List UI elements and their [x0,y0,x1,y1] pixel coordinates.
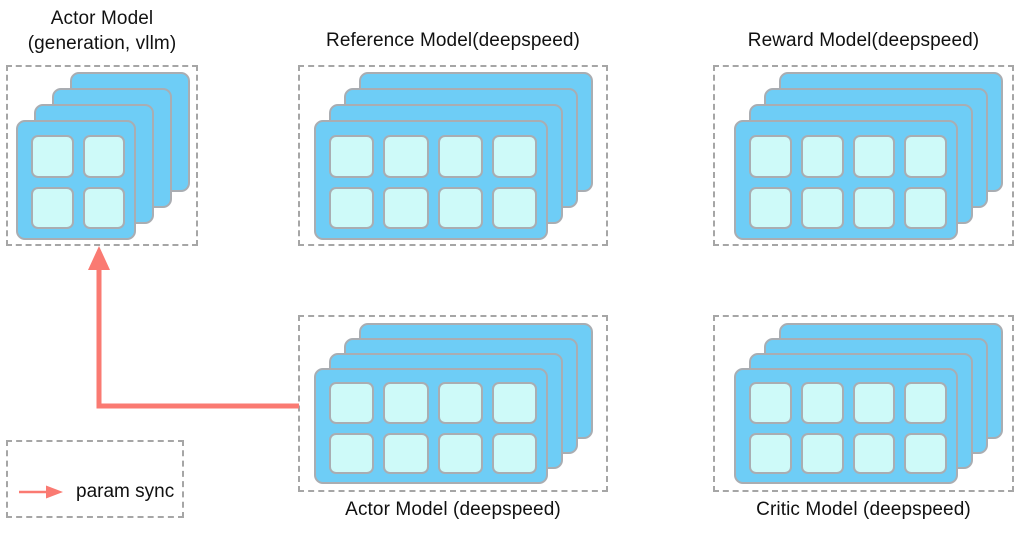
cell [82,186,125,229]
card-cell-grid [749,135,947,229]
group-label-actor-deepspeed: Actor Model (deepspeed) [345,499,561,520]
cell [904,382,947,424]
card-stack-critic-model[interactable] [734,323,1004,485]
cell [383,382,429,424]
cell [383,186,429,229]
cell [800,382,844,424]
cell [800,135,844,178]
cell [904,135,947,178]
group-border-critic-model [713,315,1014,492]
card-cell-grid [329,135,537,229]
group-label-critic-model: Critic Model (deepspeed) [756,499,971,520]
param-sync-arrow-path [88,246,299,409]
cell [437,382,483,424]
group-border-reference-model [298,65,608,246]
cell [437,432,483,474]
arrow-right-icon [19,485,63,499]
cell [749,135,792,178]
card-layer-1[interactable] [734,368,958,484]
cell [904,432,947,474]
cell [852,186,896,229]
card-layer-1[interactable] [314,120,548,240]
card-cell-grid [329,382,537,474]
group-critic-model[interactable]: Critic Model (deepspeed) [713,315,1014,530]
group-label-reference-model: Reference Model(deepspeed) [326,30,580,51]
cell [852,135,896,178]
cell [82,135,125,178]
card-layer-1[interactable] [16,120,136,240]
legend-item-param-sync[interactable]: param sync [18,481,174,503]
cell [852,382,896,424]
cell [437,186,483,229]
cell [31,135,74,178]
cell [749,186,792,229]
cell [329,382,375,424]
group-reference-model[interactable]: Reference Model(deepspeed) [298,28,608,246]
group-actor-vllm[interactable]: Actor Model (generation, vllm) [6,6,198,246]
group-reward-model[interactable]: Reward Model(deepspeed) [713,28,1014,246]
cell [383,135,429,178]
cell [749,382,792,424]
card-layer-1[interactable] [734,120,958,240]
group-border-actor-vllm [6,65,198,246]
cell [437,135,483,178]
cell [491,382,537,424]
cell [852,432,896,474]
group-border-reward-model [713,65,1014,246]
cell [31,186,74,229]
cell [904,186,947,229]
cell [329,432,375,474]
legend-box [6,440,184,518]
cell [383,432,429,474]
card-cell-grid [749,382,947,474]
cell [329,186,375,229]
card-stack-reference-model[interactable] [314,72,594,240]
group-actor-deepspeed[interactable]: Actor Model (deepspeed) [298,315,608,530]
card-cell-grid [31,135,125,229]
card-stack-actor-vllm[interactable] [16,72,191,240]
card-stack-actor-deepspeed[interactable] [314,323,594,485]
legend-label-param-sync: param sync [76,481,175,502]
cell [800,186,844,229]
cell [800,432,844,474]
group-border-actor-deepspeed [298,315,608,492]
cell [329,135,375,178]
cell [491,135,537,178]
cell [491,432,537,474]
group-label-reward-model: Reward Model(deepspeed) [747,30,980,51]
cell [749,432,792,474]
group-label-actor-vllm: Actor Model (generation, vllm) [27,8,177,54]
card-stack-reward-model[interactable] [734,72,1004,240]
card-layer-1[interactable] [314,368,548,484]
cell [491,186,537,229]
